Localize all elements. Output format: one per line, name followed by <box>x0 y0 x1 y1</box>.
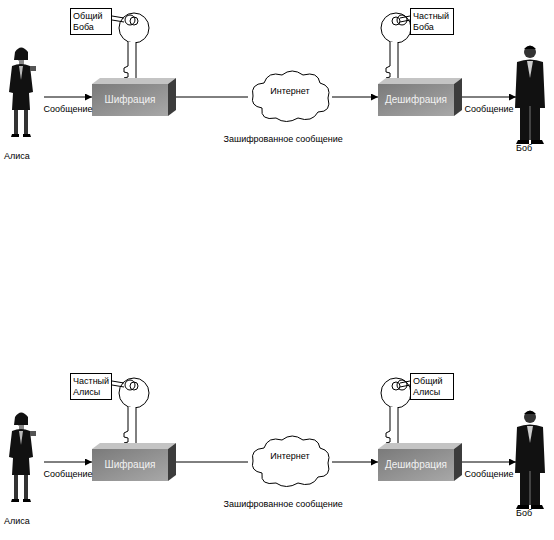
process-box: Шифрация <box>92 443 176 481</box>
person-node: Боб <box>516 42 552 154</box>
process-box: Дешифрация <box>378 78 462 116</box>
edge-label: Сообщение <box>465 104 514 115</box>
connector-arrow <box>462 462 516 463</box>
node-text: Общий Боба <box>73 11 109 33</box>
node-text: Алиса <box>4 150 44 162</box>
node-text: Дешифрация <box>378 449 454 481</box>
node-text: Боб <box>516 142 552 154</box>
cloud-node: Интернет <box>248 433 332 489</box>
cloud-node: Интернет <box>248 68 332 124</box>
connector-arrow <box>332 462 378 463</box>
node-text: Алиса <box>4 515 44 527</box>
note-label: Зашифрованное сообщение <box>224 499 343 510</box>
node-text: Частный Алисы <box>73 376 109 398</box>
node-text: Боб <box>516 507 552 519</box>
key-label-box: Общий Боба <box>70 8 112 35</box>
node-text: Общий Алисы <box>413 376 451 398</box>
process-box: Шифрация <box>92 78 176 116</box>
connector-arrow <box>44 462 92 463</box>
person-node: Алиса <box>4 407 44 527</box>
key-label-box: Общий Алисы <box>410 373 454 400</box>
person-node: Боб <box>516 407 552 519</box>
edge-label: Сообщение <box>44 469 93 480</box>
edge-label: Сообщение <box>465 469 514 480</box>
connector-arrow <box>462 97 516 98</box>
connector-arrow <box>332 97 378 98</box>
connector-arrow <box>176 462 248 463</box>
key-label-box: Частный Алисы <box>70 373 112 400</box>
connector-arrow <box>176 97 248 98</box>
node-text: Интернет <box>248 85 332 97</box>
connector-arrow <box>44 97 92 98</box>
key-label-box: Частный Боба <box>410 8 454 35</box>
node-text: Интернет <box>248 450 332 462</box>
node-text: Шифрация <box>92 449 168 481</box>
edge-label: Сообщение <box>44 104 93 115</box>
process-box: Дешифрация <box>378 443 462 481</box>
node-text: Частный Боба <box>413 11 451 33</box>
node-text: Дешифрация <box>378 84 454 116</box>
node-text: Шифрация <box>92 84 168 116</box>
person-node: Алиса <box>4 42 44 162</box>
note-label: Зашифрованное сообщение <box>224 134 343 145</box>
